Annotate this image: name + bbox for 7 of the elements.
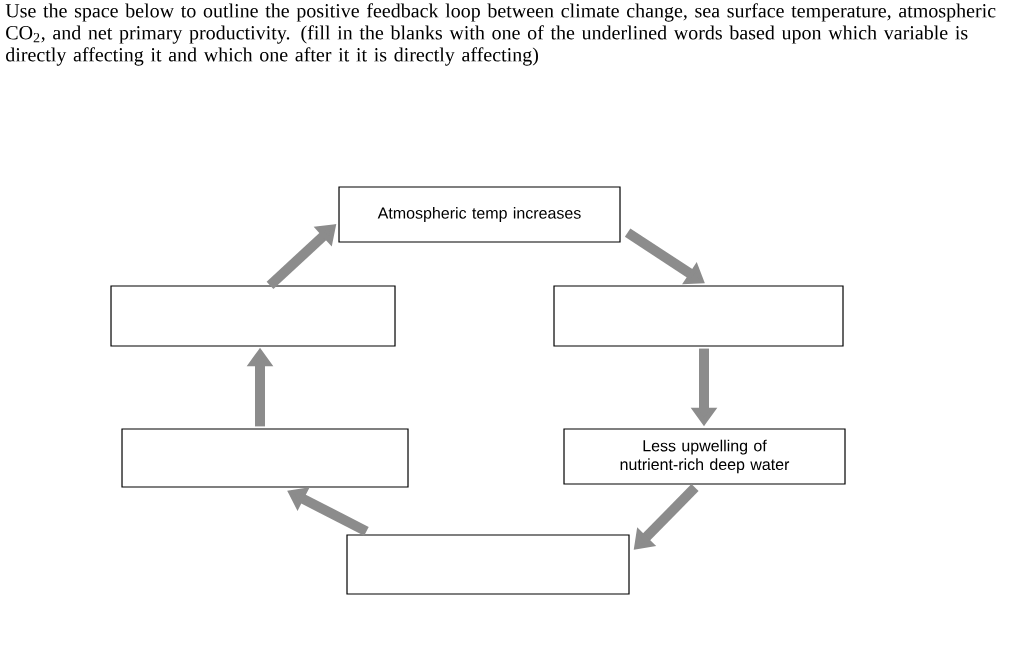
blank-box <box>553 285 844 347</box>
blank-box <box>121 428 409 488</box>
text-box: Atmospheric temp increases <box>338 186 621 243</box>
blank-box <box>110 285 396 347</box>
text-box: Less upwelling of nutrient-rich deep water <box>563 428 846 485</box>
blank-box <box>346 534 630 595</box>
instruction-text: Use the space below to outline the positive feedback loop between climate change, sea surface temperature, atmospheric CO$_{2}$, and net primary productivity. (fill in the blanks with one of the underlined words based upon which variable is directly affecting it and which one after it it is directly affecting) <box>5 3 996 66</box>
